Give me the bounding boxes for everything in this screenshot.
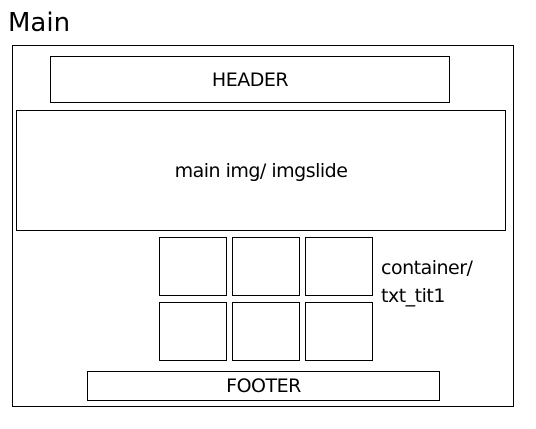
main-image-label: main img/ imgslide [174, 159, 348, 182]
container-cell [305, 237, 373, 296]
container-cell [159, 302, 227, 361]
header-label: HEADER [211, 68, 289, 91]
container-cell [232, 302, 300, 361]
page-title: Main [8, 8, 71, 38]
container-cell [159, 237, 227, 296]
container-label-line1: container/ [381, 257, 473, 279]
footer-block: FOOTER [87, 371, 440, 401]
main-image-block: main img/ imgslide [16, 110, 506, 231]
footer-label: FOOTER [226, 375, 301, 397]
container-label: container/ txt_tit1 [381, 254, 473, 310]
container-label-line2: txt_tit1 [381, 285, 445, 307]
container-cell [305, 302, 373, 361]
layout-frame [12, 45, 514, 407]
container-cell [232, 237, 300, 296]
header-block: HEADER [50, 56, 450, 103]
